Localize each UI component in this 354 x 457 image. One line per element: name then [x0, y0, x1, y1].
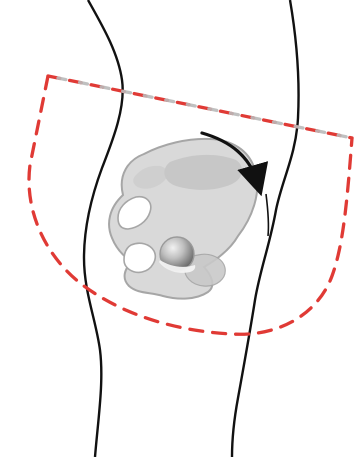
- body-outline-right-inner: [266, 194, 268, 236]
- pelvis-shadow-3: [124, 243, 155, 272]
- pelvis-shadow-1: [164, 155, 242, 190]
- pelvis-bone: [109, 139, 257, 299]
- dashed-region-top-red: [48, 76, 352, 138]
